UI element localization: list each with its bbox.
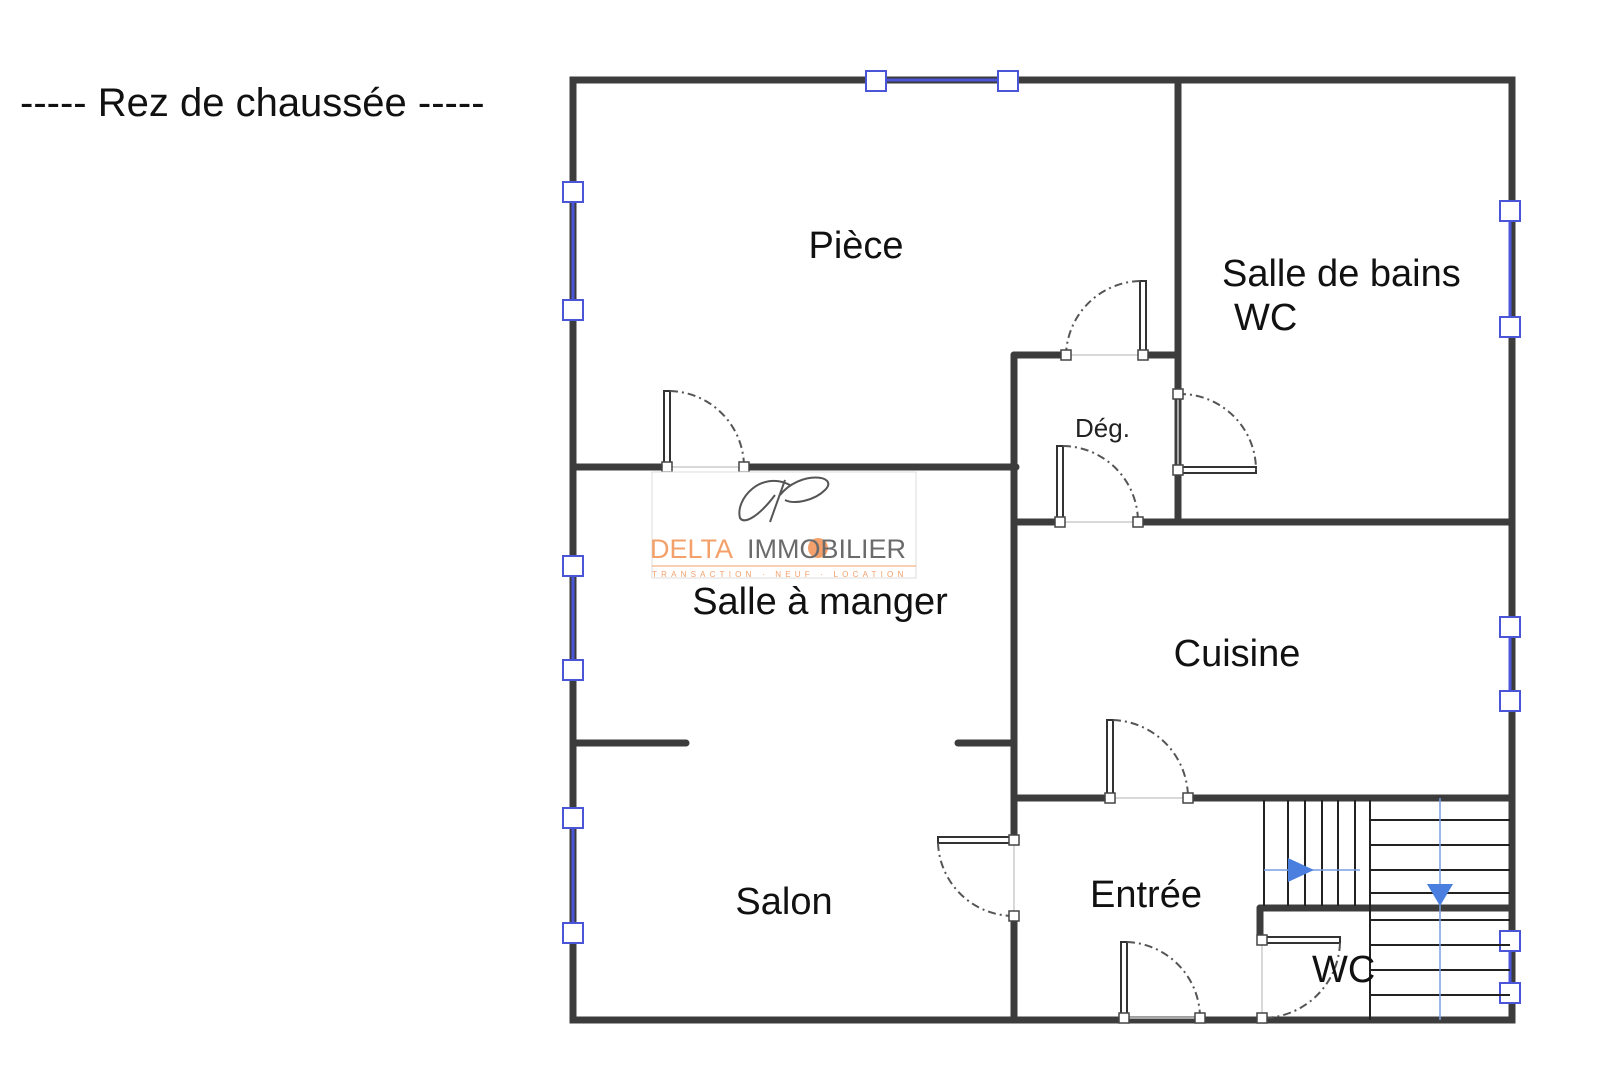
room-label-deg: Dég. — [1075, 413, 1130, 443]
cp-monogram — [738, 476, 829, 523]
logo-brand-right: IMMOBILIER — [747, 534, 906, 564]
logo-tagline: TRANSACTION · NEUF · LOCATION — [652, 570, 907, 579]
outer-walls — [569, 76, 1516, 1024]
logo-globe-icon — [808, 538, 828, 558]
room-label-cuisine: Cuisine — [1174, 633, 1301, 675]
room-label-wc-upper: WC — [1234, 297, 1297, 339]
windows — [562, 70, 1521, 1004]
stair-arrow-right-icon — [1288, 858, 1314, 882]
logo-brand-left: DELTA — [650, 534, 733, 564]
staircase — [1263, 798, 1510, 1020]
room-label-salle-a-manger: Salle à manger — [692, 581, 948, 623]
room-label-wc-lower: WC — [1312, 949, 1375, 991]
delta-immobilier-logo: DELTA IMMOBILIER TRANSACTION · NEUF · LO… — [650, 471, 917, 579]
room-label-salon: Salon — [735, 881, 832, 923]
room-label-salle-de-bains: Salle de bains — [1222, 253, 1461, 295]
doors — [661, 280, 1341, 1024]
stair-arrow-down-icon — [1427, 884, 1453, 906]
floor-title: ----- Rez de chaussée ----- — [20, 81, 485, 125]
room-label-piece: Pièce — [808, 225, 903, 267]
room-label-entree: Entrée — [1090, 874, 1202, 916]
